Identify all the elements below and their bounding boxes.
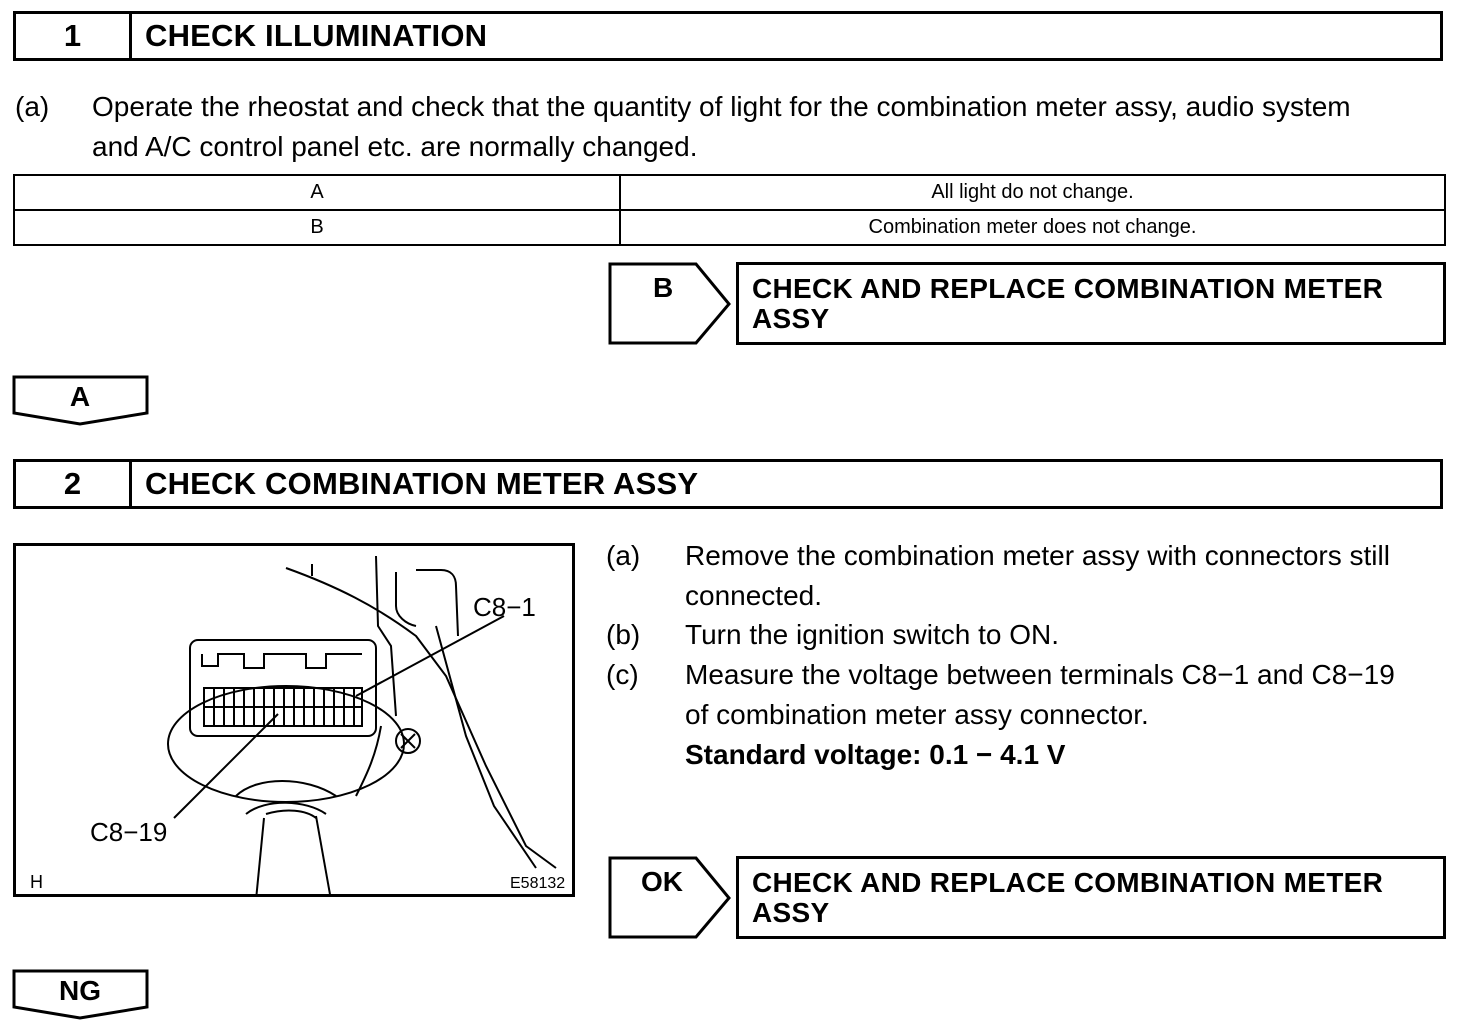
item-a-line-2: connected. bbox=[685, 580, 822, 611]
table-cell-condition: Combination meter does not change. bbox=[619, 209, 1446, 246]
result-b-arrow: B bbox=[608, 262, 732, 346]
table-cell-result: B bbox=[13, 209, 621, 246]
step-2-number: 2 bbox=[16, 462, 132, 506]
action-line-2: ASSY bbox=[752, 303, 830, 334]
step-2-title: CHECK COMBINATION METER ASSY bbox=[145, 466, 699, 501]
action-line-1: CHECK AND REPLACE COMBINATION METER bbox=[752, 867, 1384, 898]
instruction-line-2: and A/C control panel etc. are normally … bbox=[92, 131, 698, 162]
standard-voltage: Standard voltage: 0.1 − 4.1 V bbox=[685, 739, 1066, 770]
instruction-line-1: Operate the rheostat and check that the … bbox=[92, 91, 1351, 122]
connector-illustration: C8−1 C8−19 H E58132 bbox=[13, 543, 575, 897]
result-ok-arrow: OK bbox=[608, 856, 732, 940]
action-line-2: ASSY bbox=[752, 897, 830, 928]
result-b-label: B bbox=[653, 272, 674, 303]
item-c-line-1: Measure the voltage between terminals C8… bbox=[685, 659, 1395, 690]
item-a-line-1: Remove the combination meter assy with c… bbox=[685, 540, 1390, 571]
table-cell-condition: All light do not change. bbox=[619, 174, 1446, 211]
item-c-line-2: of combination meter assy connector. bbox=[685, 699, 1149, 730]
result-a-tag: A bbox=[12, 375, 150, 427]
result-ok-action: CHECK AND REPLACE COMBINATION METER ASSY bbox=[736, 856, 1446, 939]
corner-label-h: H bbox=[30, 872, 43, 892]
right-arrow-icon bbox=[608, 262, 731, 345]
result-b-action: CHECK AND REPLACE COMBINATION METER ASSY bbox=[736, 262, 1446, 345]
step-1-number: 1 bbox=[16, 14, 132, 58]
result-table: A All light do not change. B Combination… bbox=[13, 174, 1446, 246]
label-c8-19: C8−19 bbox=[90, 817, 168, 847]
step-1-header: 1 CHECK ILLUMINATION bbox=[13, 11, 1443, 61]
step-1-instruction: (a) Operate the rheostat and check that … bbox=[15, 87, 1455, 167]
action-line-1: CHECK AND REPLACE COMBINATION METER bbox=[752, 273, 1384, 304]
result-ok-label: OK bbox=[641, 866, 683, 897]
result-ng-label: NG bbox=[59, 975, 101, 1006]
table-row: B Combination meter does not change. bbox=[13, 209, 1446, 246]
step-2-instructions: (a) Remove the combination meter assy wi… bbox=[606, 536, 1456, 776]
result-a-label: A bbox=[69, 381, 91, 412]
item-a-label: (a) bbox=[606, 540, 641, 571]
table-cell-result: A bbox=[13, 174, 621, 211]
connector-drawing bbox=[167, 555, 557, 894]
right-arrow-icon bbox=[608, 856, 731, 939]
item-c-label: (c) bbox=[606, 659, 639, 690]
down-arrow-icon bbox=[12, 969, 149, 1020]
label-c8-1: C8−1 bbox=[473, 592, 536, 622]
result-ng-tag: NG bbox=[12, 969, 150, 1021]
down-arrow-icon bbox=[12, 375, 149, 426]
illustration-code: E58132 bbox=[510, 875, 566, 892]
step-2-header: 2 CHECK COMBINATION METER ASSY bbox=[13, 459, 1443, 509]
table-row: A All light do not change. bbox=[13, 174, 1446, 211]
item-b-line-1: Turn the ignition switch to ON. bbox=[685, 619, 1060, 650]
instruction-label: (a) bbox=[15, 91, 50, 122]
step-1-title: CHECK ILLUMINATION bbox=[145, 18, 488, 53]
item-b-label: (b) bbox=[606, 619, 641, 650]
